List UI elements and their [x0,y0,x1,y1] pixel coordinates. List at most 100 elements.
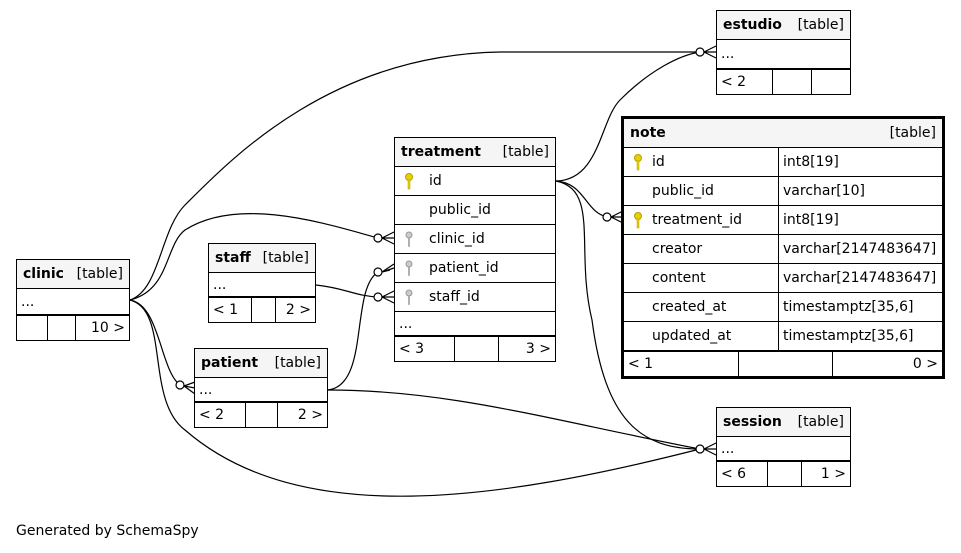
children-count[interactable]: 1 > [801,462,850,486]
table-kind: [table] [262,250,309,266]
table-row[interactable]: updated_at timestamptz[35,6] [624,322,942,351]
table-row[interactable]: treatment_id int8[19] [624,206,942,235]
optional-marker [373,292,383,302]
column-name: staff_id [429,289,480,305]
table-row[interactable]: id [395,167,555,196]
table-name: staff [215,250,251,266]
table-footer: < 1 0 > [624,351,942,376]
parents-count[interactable]: < 2 [721,74,747,90]
parents-count[interactable]: < 3 [399,341,425,357]
parents-count[interactable] [17,316,47,340]
column-type: timestamptz[35,6] [778,322,942,350]
column-name: id [652,154,665,170]
children-count[interactable]: 10 > [75,316,129,340]
table-kind: [table] [797,414,844,430]
parents-count[interactable]: < 1 [213,302,239,318]
parents-count[interactable]: < 1 [628,356,654,372]
columns-count [767,462,801,486]
table-header[interactable]: clinic [table] [17,260,129,289]
edge-clinic-treatment [129,213,379,301]
column-name: clinic_id [429,231,485,247]
table-row[interactable]: patient_id [395,254,555,283]
columns-count [245,403,277,427]
column-name: created_at [652,299,727,315]
table-name: clinic [23,266,64,282]
table-footer: 10 > [17,315,129,340]
table-row[interactable]: public_id varchar[10] [624,177,942,206]
optional-marker [373,267,383,277]
table-row[interactable]: created_at timestamptz[35,6] [624,293,942,322]
column-name: id [429,173,442,189]
edge-patient-session [327,389,701,450]
table-row[interactable]: creator varchar[2147483647] [624,235,942,264]
generator-caption: Generated by SchemaSpy [16,523,199,539]
table-row[interactable]: content varchar[2147483647] [624,264,942,293]
column-type: int8[19] [778,148,942,176]
optional-marker [373,233,383,243]
column-name: public_id [429,202,491,218]
optional-marker [602,212,612,222]
table-treatment[interactable]: treatment [table] id public_id clinic_id… [394,137,556,362]
column-name: treatment_id [652,212,743,228]
children-count[interactable]: 2 > [275,298,315,322]
table-footer: < 2 [717,69,850,94]
table-name: patient [201,355,259,371]
edge-clinic-estudio [129,51,700,301]
table-footer: < 6 1 > [717,461,850,486]
table-row[interactable]: id int8[19] [624,148,942,177]
table-header[interactable]: session [table] [717,408,850,437]
list-item: ... [17,289,129,315]
table-name: note [630,125,666,141]
crowfoot-marker [703,442,717,456]
columns-count [454,337,498,361]
table-staff[interactable]: staff [table] ... < 1 2 > [208,243,316,323]
table-clinic[interactable]: clinic [table] ... 10 > [16,259,130,341]
column-name: patient_id [429,260,499,276]
column-name: content [652,270,706,286]
list-item: ... [209,273,315,297]
table-session[interactable]: session [table] ... < 6 1 > [716,407,851,487]
crowfoot-marker [183,381,196,395]
parents-count[interactable]: < 2 [199,407,225,423]
edge-clinic-session [129,299,701,497]
table-kind: [table] [502,144,549,160]
list-item: ... [717,40,850,69]
table-name: session [723,414,782,430]
table-footer: < 3 3 > [395,336,555,361]
table-kind: [table] [889,125,936,141]
column-name: public_id [652,183,714,199]
children-count[interactable]: 0 > [832,352,942,376]
table-header[interactable]: staff [table] [209,244,315,273]
table-estudio[interactable]: estudio [table] ... < 2 [716,10,851,95]
table-header[interactable]: treatment [table] [395,138,555,167]
table-row[interactable]: staff_id [395,283,555,312]
children-count[interactable]: 3 > [498,337,555,361]
columns-count [47,316,75,340]
column-name: creator [652,241,703,257]
column-type: int8[19] [778,206,942,234]
edge-treatment-note [555,180,608,218]
table-name: estudio [723,17,782,33]
children-count[interactable]: 2 > [277,403,327,427]
table-row[interactable]: clinic_id [395,225,555,254]
crowfoot-marker [703,45,717,59]
list-item: ... [717,437,850,461]
edge-treatment-estudio [555,51,701,182]
list-item: ... [195,378,327,402]
table-row[interactable]: public_id [395,196,555,225]
table-header[interactable]: estudio [table] [717,11,850,40]
children-count[interactable] [811,70,850,94]
columns-count [738,352,832,376]
optional-marker [695,444,705,454]
foreign-key-icon [395,288,423,306]
primary-key-icon [395,172,423,190]
table-patient[interactable]: patient [table] ... < 2 2 > [194,348,328,428]
table-header[interactable]: note [table] [624,119,942,148]
edge-staff-treatment [315,284,379,298]
column-type: varchar[2147483647] [778,264,942,292]
table-kind: [table] [274,355,321,371]
table-note[interactable]: note [table] id int8[19] public_id varch… [621,116,945,379]
parents-count[interactable]: < 6 [721,466,747,482]
table-header[interactable]: patient [table] [195,349,327,378]
